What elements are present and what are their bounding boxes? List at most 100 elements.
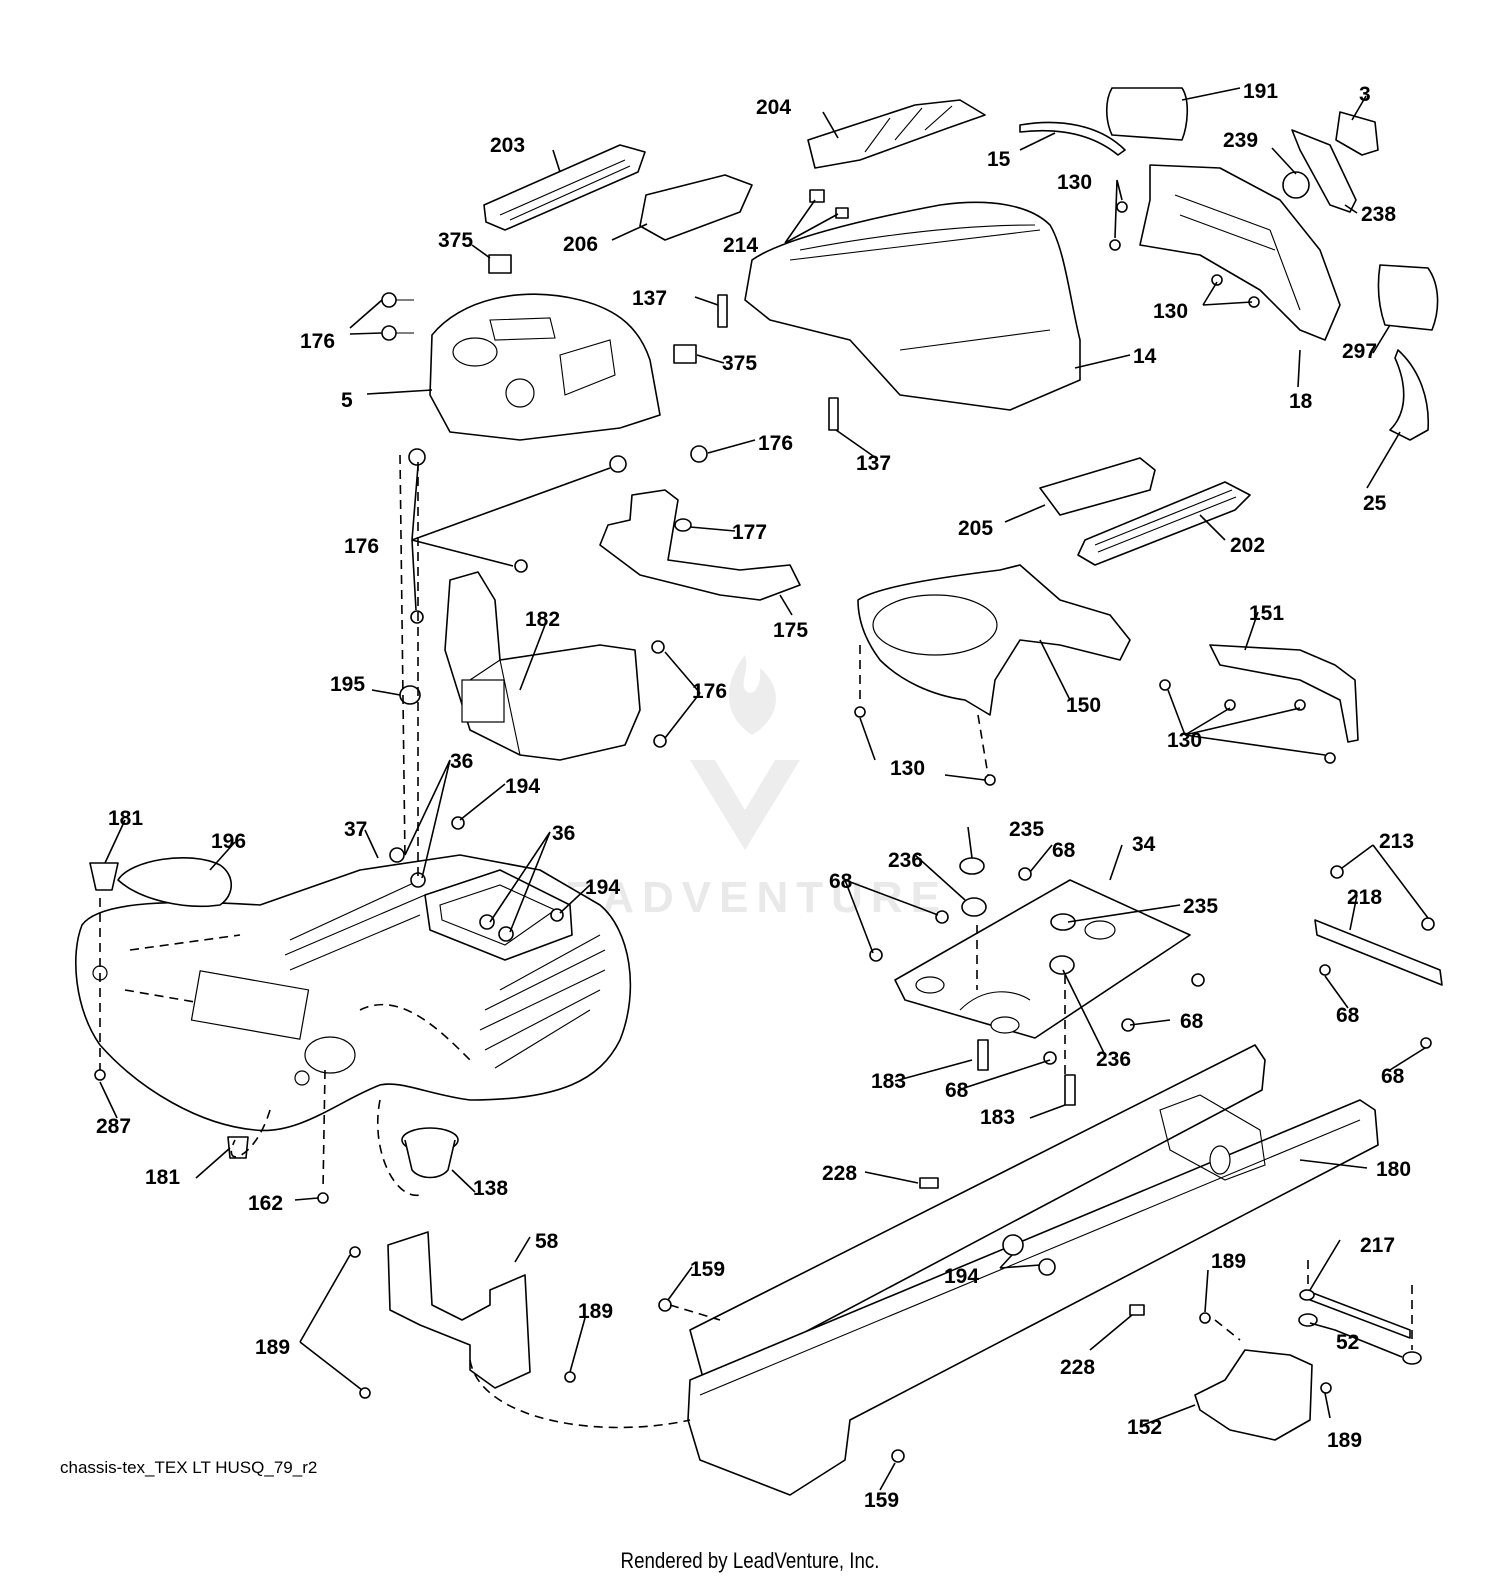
part-189-screws [349, 1246, 1332, 1399]
part-191-pad [1105, 87, 1189, 141]
callout-375-b: 375 [722, 352, 757, 375]
callout-36-b: 36 [552, 822, 575, 845]
callout-34: 34 [1132, 833, 1156, 856]
callout-162: 162 [248, 1192, 283, 1215]
part-34-seat-plate [894, 879, 1191, 1039]
part-36-194-fasteners [94, 816, 564, 1204]
callout-137: 137 [632, 287, 667, 310]
part-202-grille [1077, 481, 1251, 566]
callout-130-d: 130 [890, 757, 925, 780]
callout-176: 176 [300, 330, 335, 353]
part-152-shield [1194, 1349, 1313, 1441]
callout-205: 205 [958, 517, 993, 540]
callout-177: 177 [732, 521, 767, 544]
callout-236: 236 [888, 849, 923, 872]
callout-130-b: 130 [1153, 300, 1188, 323]
callout-236-b: 236 [1096, 1048, 1131, 1071]
callout-159: 159 [690, 1258, 725, 1281]
part-137-clip [717, 294, 728, 328]
part-181-bushings [89, 862, 249, 1159]
callout-189-c: 189 [578, 1300, 613, 1323]
callout-189: 189 [1211, 1250, 1246, 1273]
callout-176-b: 176 [758, 432, 793, 455]
callout-68-f: 68 [1381, 1065, 1405, 1088]
callout-175: 175 [773, 619, 808, 642]
callout-18: 18 [1289, 390, 1313, 413]
callout-68-e: 68 [945, 1079, 969, 1102]
part-176-fasteners-lower [410, 559, 667, 748]
callout-52: 52 [1336, 1331, 1359, 1354]
callout-151: 151 [1249, 602, 1284, 625]
callout-297: 297 [1342, 340, 1377, 363]
callout-239: 239 [1223, 129, 1258, 152]
callout-37: 37 [344, 818, 367, 841]
part-214-clip [809, 189, 825, 203]
part-151-bracket [1209, 644, 1359, 743]
callout-228: 228 [822, 1162, 857, 1185]
callout-182: 182 [525, 608, 560, 631]
callout-213: 213 [1379, 830, 1414, 853]
part-25-strip [1389, 349, 1430, 441]
callout-202: 202 [1230, 534, 1265, 557]
callout-3: 3 [1359, 83, 1371, 106]
part-375-clip-b [673, 344, 697, 364]
part-137-clip-b [828, 397, 839, 431]
callout-228-b: 228 [1060, 1356, 1095, 1379]
callout-150: 150 [1066, 694, 1101, 717]
fender-vent-slots [284, 879, 606, 1069]
footer-credit: Rendered by LeadVenture, Inc. [620, 1548, 880, 1573]
part-203-grille-strip [483, 144, 646, 231]
part-194-nuts [1002, 1234, 1056, 1276]
part-3-emblem [1335, 111, 1379, 156]
part-15-trim-strip [1019, 121, 1126, 156]
part-206-duct [639, 174, 753, 241]
callout-189-d: 189 [1327, 1429, 1362, 1452]
part-182-lower-dash [444, 571, 641, 761]
callout-15: 15 [987, 148, 1011, 171]
callout-68: 68 [1052, 839, 1076, 862]
callout-195: 195 [330, 673, 365, 696]
callout-130-c: 130 [1167, 729, 1202, 752]
callout-5: 5 [341, 389, 353, 412]
callout-130: 130 [1057, 171, 1092, 194]
part-204-vent-grille [807, 99, 986, 169]
callout-159-b: 159 [864, 1489, 899, 1512]
part-375-clip [488, 254, 512, 274]
part-176-fasteners-top [381, 292, 708, 473]
callout-204: 204 [756, 96, 791, 119]
callout-152: 152 [1127, 1416, 1162, 1439]
callout-180: 180 [1376, 1158, 1411, 1181]
callout-181: 181 [108, 807, 143, 830]
callout-183: 183 [871, 1070, 906, 1093]
callout-25: 25 [1363, 492, 1387, 515]
callout-183-b: 183 [980, 1106, 1015, 1129]
part-297-pad [1377, 264, 1439, 331]
part-217-rod [1298, 1289, 1422, 1365]
callout-238: 238 [1361, 203, 1396, 226]
part-5-dash-panel [429, 293, 661, 441]
callout-176-c: 176 [344, 535, 379, 558]
callout-68-c: 68 [1336, 1004, 1360, 1027]
part-228-pins [919, 1177, 1145, 1316]
callout-214: 214 [723, 234, 758, 257]
callout-labels: 191 3 204 203 15 239 130 238 375 206 214… [96, 80, 1414, 1512]
part-180-main-frame [687, 1044, 1379, 1496]
leader-lines [99, 87, 1429, 1491]
callout-235: 235 [1009, 818, 1044, 841]
part-150-fender-pan [857, 564, 1131, 716]
callout-36: 36 [450, 750, 473, 773]
part-239-badge [1282, 171, 1310, 199]
callout-203: 203 [490, 134, 525, 157]
callout-206: 206 [563, 233, 598, 256]
part-205-duct [1039, 457, 1156, 516]
part-235-236-bushings [959, 857, 1076, 975]
callout-217: 217 [1360, 1234, 1395, 1257]
part-238-cover [1291, 129, 1357, 213]
part-130-screws [854, 201, 1336, 786]
callout-194-b: 194 [585, 876, 620, 899]
part-58-bracket [387, 1231, 531, 1389]
callout-194: 194 [505, 775, 540, 798]
part-68-183-bolts [869, 865, 1435, 1106]
callout-196: 196 [211, 830, 246, 853]
